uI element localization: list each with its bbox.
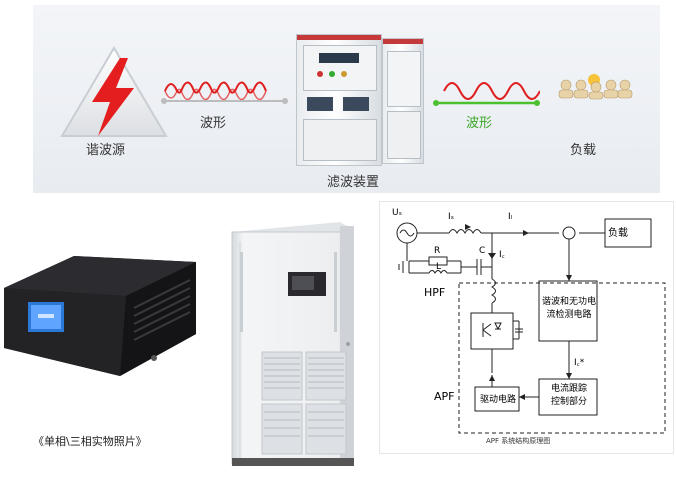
three-phase-cabinet-photo xyxy=(231,222,354,466)
filter-cabinet-right xyxy=(382,38,424,164)
clean-wave-icon xyxy=(443,82,540,100)
photo-caption: 《单相\三相实物照片》 xyxy=(33,435,147,448)
filter-cabinet-left xyxy=(296,34,382,166)
track-box-label: 电流跟踪 控制部分 xyxy=(541,383,597,409)
right-wave-label: 波形 xyxy=(466,116,493,131)
load-users-icon xyxy=(558,74,633,100)
drive-box-label: 驱动电路 xyxy=(479,395,516,405)
load-label: 负载 xyxy=(570,143,597,158)
single-phase-unit-photo xyxy=(4,256,196,376)
detect-box-line2: 流检测电路 xyxy=(546,310,592,320)
schematic-caption: APF 系统结构原理图 xyxy=(486,437,551,445)
harmonic-source-icon xyxy=(60,46,168,137)
harmonic-source-label: 谐波源 xyxy=(86,143,126,158)
ref-current-label: I꜀* xyxy=(574,358,585,368)
is-label: Iₛ xyxy=(448,212,455,222)
detect-box-line1: 谐波和无功电 xyxy=(541,297,596,307)
distorted-wave-icon xyxy=(164,81,267,101)
left-flow-arrow xyxy=(161,98,288,104)
ic-label: I꜀ xyxy=(499,250,505,260)
apf-schematic-lines xyxy=(396,218,666,434)
right-flow-arrow xyxy=(433,100,540,106)
hpf-label: HPF xyxy=(424,286,446,299)
filter-device-label: 滤波装置 xyxy=(327,175,380,190)
left-wave-label: 波形 xyxy=(200,116,227,131)
apf-schematic xyxy=(379,201,674,454)
load-box-label: 负载 xyxy=(608,228,628,239)
us-label: Uₛ xyxy=(392,208,402,218)
track-box-line1: 电流跟踪 xyxy=(550,384,587,394)
c-label: C xyxy=(479,246,486,256)
track-box-line2: 控制部分 xyxy=(550,397,587,407)
r-label: R xyxy=(434,246,441,256)
l-label: L xyxy=(436,262,442,272)
detect-box-label: 谐波和无功电 流检测电路 xyxy=(541,296,597,322)
il-label: Iₗ xyxy=(508,212,513,222)
apf-label: APF xyxy=(434,390,455,403)
